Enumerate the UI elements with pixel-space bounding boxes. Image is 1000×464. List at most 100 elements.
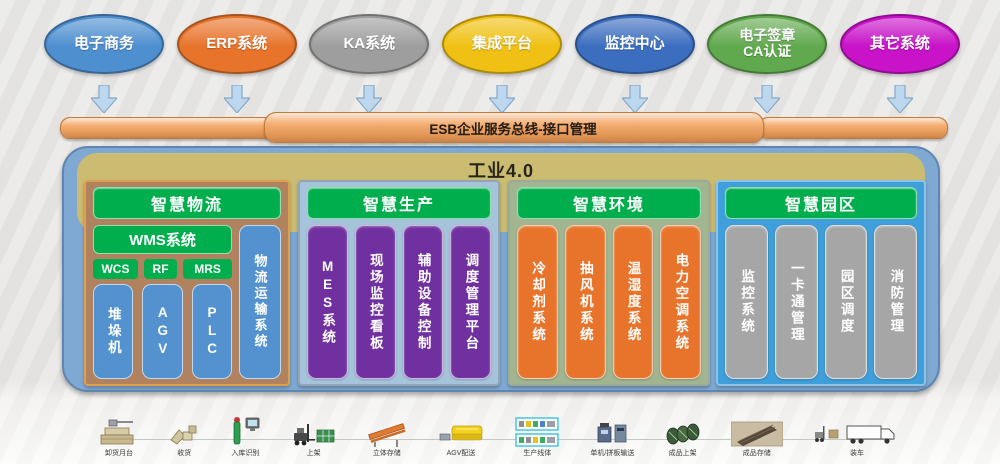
agv-column: AGV — [142, 284, 183, 379]
industry40-container: 工业4.0 智慧物流 WMS系统 WCS RF MRS 堆垛机 AGV PLC — [62, 146, 940, 392]
smart-production-title: 智慧生产 — [362, 197, 435, 214]
inbound-scanner-icon — [234, 417, 260, 445]
smart-campus-title: 智慧园区 — [784, 197, 857, 214]
fire-management-column: 消防管理 — [874, 225, 917, 379]
smart-environment-title: 智慧环境 — [572, 197, 645, 214]
flow-step-label: 成品存储 — [742, 450, 771, 457]
temp-humidity-system-column: 温湿度系统 — [612, 225, 654, 379]
flow-step-label: 生产线体 — [523, 450, 552, 457]
esignature-ca-oval: 电子签章 CA认证 — [707, 14, 828, 74]
production-line-icon — [515, 417, 559, 447]
forklift-putaway-icon — [293, 424, 335, 446]
flow-step: 装车 — [813, 420, 901, 457]
flow-step-label: 立体存储 — [372, 450, 401, 457]
dispatch-platform-column: 调度管理平台 — [450, 225, 491, 379]
smart-production-columns: MES系统 现场监控看板 辅助设备控制 调度管理平台 — [307, 225, 491, 379]
system-monitoring-center: 监控中心 — [574, 14, 695, 113]
smart-environment-header: 智慧环境 — [517, 187, 701, 219]
logistics-left-stack: WMS系统 WCS RF MRS 堆垛机 AGV PLC — [93, 225, 232, 379]
panel-smart-campus: 智慧园区 监控系统 一卡通管理 园区调度 消防管理 — [716, 180, 926, 386]
logistics-subsystems-row: WCS RF MRS — [93, 259, 232, 279]
finished-rolls-icon — [666, 423, 699, 445]
down-arrow-icon — [621, 85, 648, 113]
onecard-management-label: 一卡通管理 — [788, 260, 804, 344]
campus-dispatch-column: 园区调度 — [824, 225, 868, 379]
exhaust-fan-system-column: 抽风机系统 — [564, 225, 606, 379]
industry40-title: 工业4.0 — [467, 161, 535, 181]
panel-smart-production: 智慧生产 MES系统 现场监控看板 辅助设备控制 调度管理平台 — [298, 180, 500, 386]
flow-step-label: 成品上架 — [668, 450, 697, 457]
site-monitor-board-column: 现场监控看板 — [354, 225, 396, 379]
stacker-column: 堆垛机 — [93, 284, 134, 379]
flow-step-label: AGV配送 — [446, 450, 476, 457]
smart-logistics-header: 智慧物流 — [93, 187, 281, 219]
campus-dispatch-label: 园区调度 — [838, 269, 854, 335]
esb-pipe-center — [264, 112, 764, 143]
flow-step: 上架 — [292, 418, 336, 457]
other-systems-oval: 其它系统 — [839, 14, 960, 74]
coolant-system-label: 冷却剂系统 — [530, 260, 546, 344]
exhaust-fan-system-label: 抽风机系统 — [577, 260, 593, 344]
receiving-boxes-icon — [170, 425, 197, 445]
esb-pipe-right — [758, 117, 948, 139]
flow-step-label: 装车 — [849, 450, 864, 457]
integration-label: 集成平台 — [471, 34, 532, 52]
ecommerce-label: 电子商务 — [73, 34, 134, 52]
down-arrow-icon — [754, 85, 781, 113]
panel-smart-environment: 智慧环境 冷却剂系统 抽风机系统 温湿度系统 电力空调系统 — [508, 180, 710, 386]
smart-campus-header: 智慧园区 — [725, 187, 917, 219]
integration-oval: 集成平台 — [441, 14, 562, 74]
flow-step-label: 卸货月台 — [105, 450, 133, 457]
flow-step: 立体存储 — [366, 418, 408, 457]
flow-step: 收货 — [169, 418, 199, 457]
logistics-devices-row: 堆垛机 AGV PLC — [93, 284, 232, 379]
esb-label: ESB企业服务总线-接口管理 — [429, 122, 597, 137]
plc-label: PLC — [204, 304, 220, 359]
other-systems-label: 其它系统 — [869, 34, 930, 52]
monitoring-center-label: 监控中心 — [604, 34, 665, 52]
smart-logistics-content: WMS系统 WCS RF MRS 堆垛机 AGV PLC 物流运输系统 — [93, 225, 281, 379]
coolant-system-column: 冷却剂系统 — [517, 225, 558, 379]
plc-column: PLC — [191, 284, 232, 379]
dispatch-platform-label: 调度管理平台 — [463, 252, 479, 352]
wms-label: WMS系统 — [129, 232, 196, 249]
smart-campus-columns: 监控系统 一卡通管理 园区调度 消防管理 — [725, 225, 917, 379]
esb-bus-bar: ESB企业服务总线-接口管理 — [60, 111, 948, 143]
agv-label: AGV — [155, 304, 171, 359]
fire-management-label: 消防管理 — [888, 269, 904, 335]
down-arrow-icon — [488, 85, 515, 113]
mes-system-column: MES系统 — [307, 225, 348, 379]
smart-logistics-title: 智慧物流 — [150, 197, 223, 214]
unloading-dock-icon — [100, 419, 134, 445]
stacker-label: 堆垛机 — [105, 306, 121, 357]
ka-oval: KA系统 — [309, 14, 430, 74]
surveillance-system-label: 监控系统 — [739, 269, 755, 335]
surveillance-system-column: 监控系统 — [725, 225, 768, 379]
system-other: 其它系统 — [839, 14, 960, 113]
panel-smart-logistics: 智慧物流 WMS系统 WCS RF MRS 堆垛机 AGV PLC 物流运输系统 — [84, 180, 290, 386]
system-ecommerce: 电子商务 — [44, 14, 164, 113]
flow-step: AGV配送 — [438, 418, 484, 457]
wcs-label: WCS — [101, 262, 130, 276]
down-arrow-icon — [886, 85, 913, 113]
finished-storage-icon — [730, 421, 783, 447]
system-erp: ERP系统 — [176, 14, 297, 113]
flow-step: 单机/拼板输送 — [590, 418, 634, 457]
down-arrow-icon — [91, 85, 117, 113]
flow-step: 入库识别 — [229, 416, 261, 457]
ecommerce-oval: 电子商务 — [44, 14, 164, 74]
esb-pipe-left — [60, 117, 274, 139]
mrs-box: MRS — [183, 259, 232, 279]
flow-step: 成品存储 — [730, 420, 783, 457]
down-arrow-icon — [223, 85, 250, 113]
power-hvac-system-label: 电力空调系统 — [673, 252, 689, 352]
aux-equipment-control-column: 辅助设备控制 — [402, 225, 444, 379]
flow-step-label: 收货 — [177, 450, 192, 457]
conveyor-storage-icon — [367, 423, 406, 447]
ka-label: KA系统 — [343, 34, 396, 52]
warehouse-flow-strip: 卸货月台 收货 入库识别 上架 立体存储 AGV配送 生产线体 单机/拼板输送 — [95, 393, 905, 457]
flow-step-label: 上架 — [306, 450, 321, 457]
mes-system-label: MES系统 — [320, 258, 336, 346]
logistics-transport-column: 物流运输系统 — [239, 225, 281, 379]
